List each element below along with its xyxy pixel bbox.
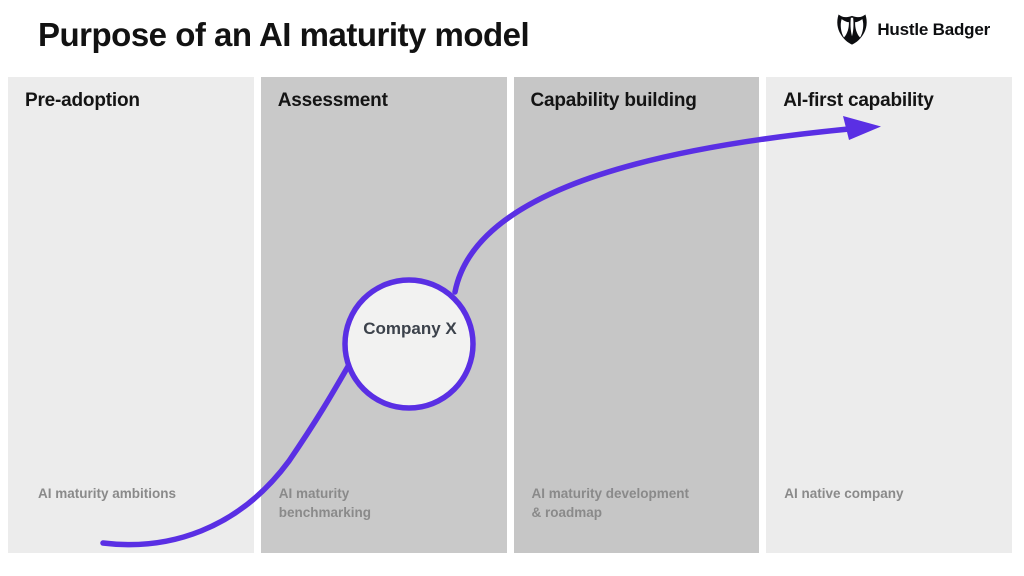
badger-icon [837,14,868,45]
column-header-capability-building: Capability building [530,90,697,111]
column-footer-assessment: AI maturity benchmarking [278,486,372,520]
brand-logo: Hustle Badger [835,14,990,45]
column-footer-capability-building: AI maturity development & roadmap [531,486,690,520]
column-capability-building: Capability building AI maturity developm… [513,77,760,553]
column-header-pre-adoption: Pre-adoption [25,90,140,111]
column-footer-ai-first-capability: AI native company [784,486,904,501]
maturity-diagram: Pre-adoption AI maturity ambitions Asses… [8,77,1012,553]
brand-name: Hustle Badger [877,19,990,39]
column-ai-first-capability: AI-first capability AI native company [766,77,1012,553]
page-title: Purpose of an AI maturity model [38,16,530,53]
column-pre-adoption: Pre-adoption AI maturity ambitions [8,77,254,553]
column-header-ai-first-capability: AI-first capability [783,90,934,111]
column-header-assessment: Assessment [277,90,388,111]
column-footer-pre-adoption: AI maturity ambitions [38,486,177,501]
column-assessment: Assessment AI maturity benchmarking [260,77,507,553]
